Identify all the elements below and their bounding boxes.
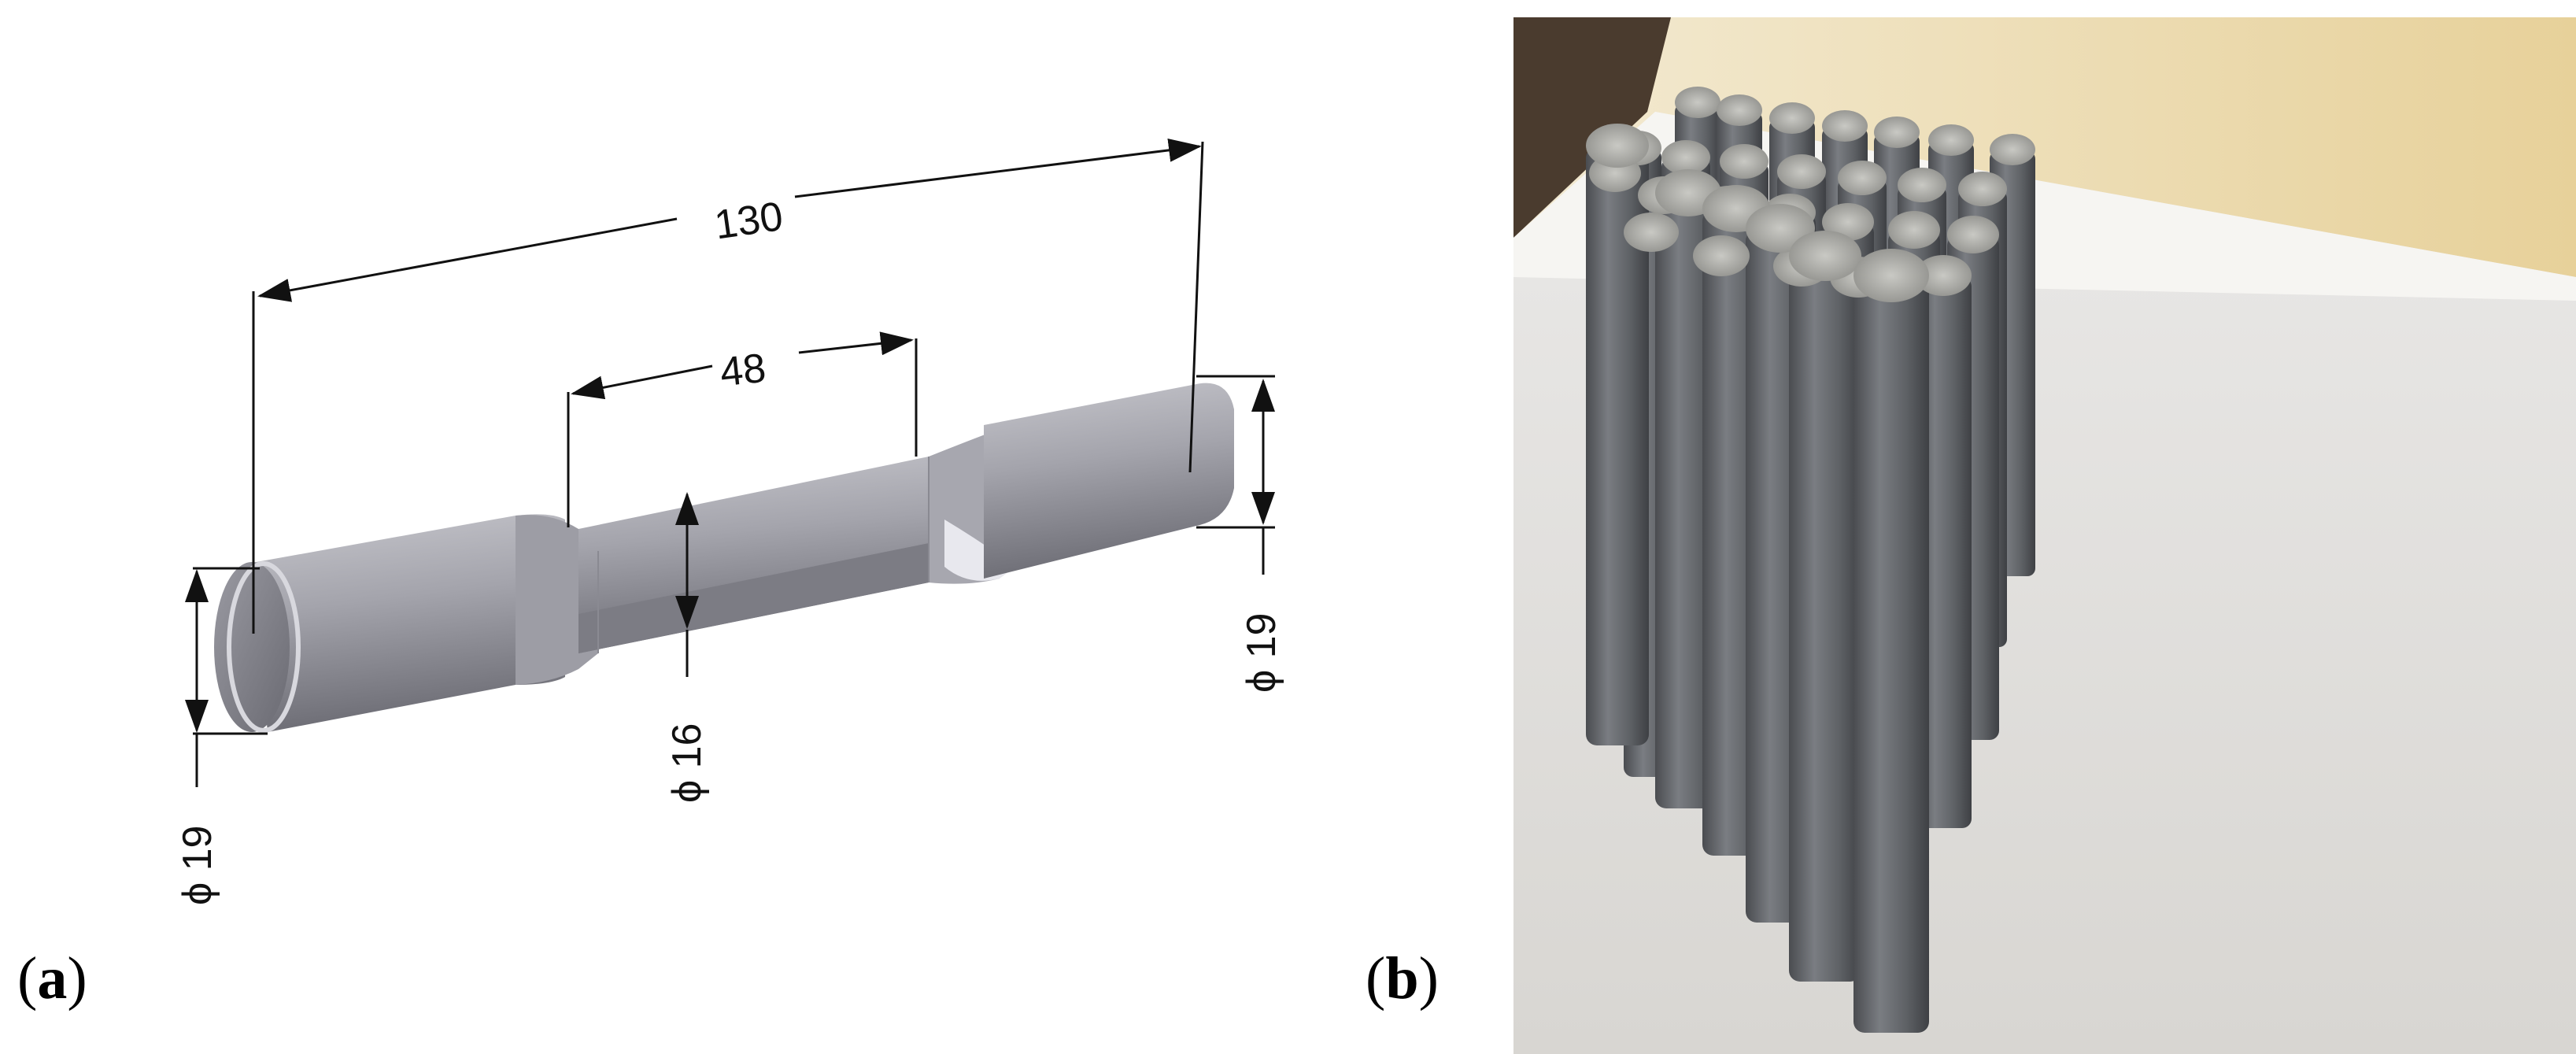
panel-b-photo: [1513, 17, 2576, 1054]
dim-total-length: 130: [711, 194, 785, 249]
dim-diameter-left: ϕ 19: [175, 826, 220, 905]
dim-diameter-gauge: ϕ 16: [664, 723, 710, 803]
dim-gauge-length: 48: [718, 346, 768, 396]
dimension-lines: [185, 138, 1275, 787]
rod-array: [1586, 87, 2035, 1033]
panel-a-drawing: 130 48 ϕ 19 ϕ 16 ϕ 19: [175, 138, 1284, 905]
panel-b-label: (b): [1366, 945, 1439, 1011]
dim-diameter-right: ϕ 19: [1239, 613, 1284, 693]
specimen-body: [214, 383, 1234, 733]
panel-a-label: (a): [17, 945, 87, 1011]
